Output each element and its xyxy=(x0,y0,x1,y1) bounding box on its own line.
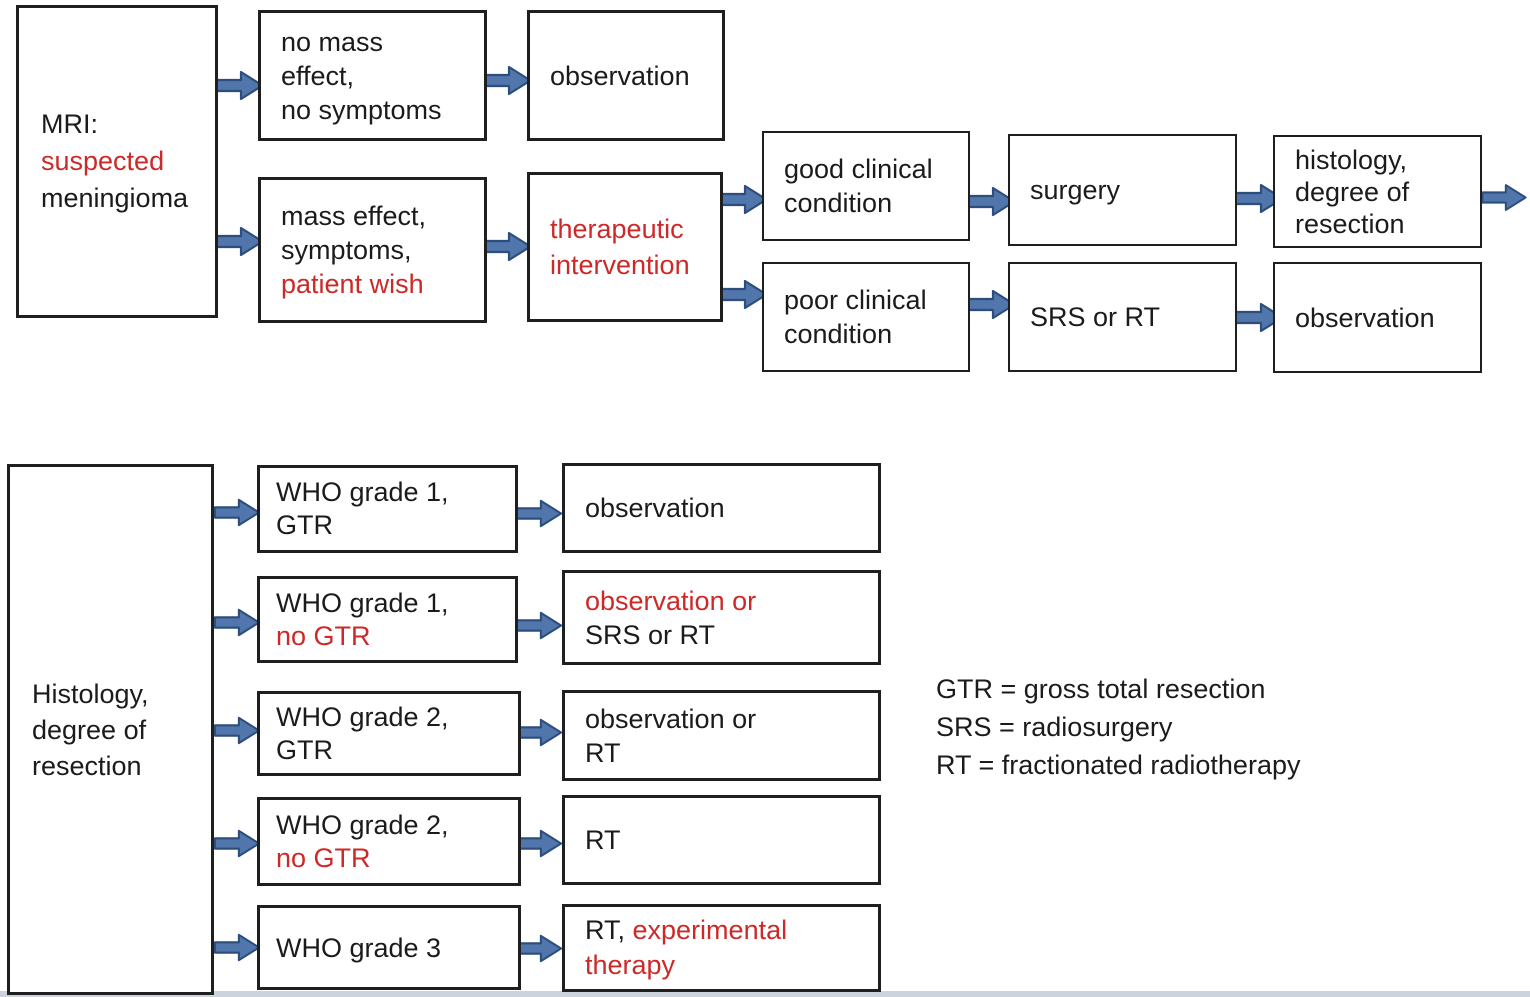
therapeutic-line-1: therapeutic xyxy=(550,214,684,244)
legend-gtr: GTR = gross total resection xyxy=(936,674,1266,704)
who2-nogtr-line-2: no GTR xyxy=(276,842,371,873)
arrow-histology-to-bottom-section xyxy=(1481,181,1527,214)
box-outcome-observation-or-rt: observation or RT xyxy=(562,690,881,781)
outcome-rt-exp-black-part: RT, xyxy=(585,915,626,945)
box-outcome-rt-experimental-therapy: RT, experimental therapy xyxy=(562,904,881,992)
arrow-good-condition-to-surgery xyxy=(964,185,1018,218)
arrow-who3-to-rt-experimental xyxy=(514,933,564,964)
arrow-poor-condition-to-srs-rt xyxy=(964,288,1018,321)
srs-rt-label: SRS or RT xyxy=(1030,302,1161,332)
arrow-histology-to-who1-nogtr xyxy=(212,607,262,638)
outcome-rt-exp-line-1: RT, experimental xyxy=(585,913,878,948)
arrow-histology-to-who3 xyxy=(212,932,262,963)
arrow-who2-gtr-to-obs-rt xyxy=(514,717,564,748)
box-outcome-observation: observation xyxy=(562,463,881,553)
box-histology-degree-of-resection-bottom: Histology, degree of resection xyxy=(7,464,214,995)
box-who-grade-2-gtr: WHO grade 2, GTR xyxy=(257,691,521,776)
box-who-grade-2-no-gtr: WHO grade 2, no GTR xyxy=(257,797,521,886)
arrow-who2-nogtr-to-rt xyxy=(514,828,564,859)
arrow-who1-nogtr-to-obs-srs-rt xyxy=(514,610,564,641)
mass-line-2: symptoms, xyxy=(281,235,412,265)
mass-line-1: mass effect, xyxy=(281,201,427,231)
mri-line-2: suspected xyxy=(41,146,165,176)
no-mass-line-2: effect, xyxy=(281,60,355,91)
outcome-rt-exp-red-part: experimental xyxy=(625,915,788,945)
box-observation-top: observation xyxy=(527,10,725,141)
no-mass-line-3: no symptoms xyxy=(281,94,442,125)
box-srs-or-rt: SRS or RT xyxy=(1008,262,1237,372)
arrow-surgery-to-histology xyxy=(1232,182,1286,215)
who2-gtr-line-2: GTR xyxy=(276,734,333,765)
who1-nogtr-line-2: no GTR xyxy=(276,620,371,651)
bottom-edge-strip xyxy=(0,991,1530,997)
arrow-mass-to-therapeutic xyxy=(480,230,534,263)
box-histology-degree-of-resection-top: histology, degree of resection xyxy=(1273,135,1482,248)
surgery-label: surgery xyxy=(1030,175,1121,205)
box-observation-after-srs-rt: observation xyxy=(1273,262,1482,373)
who3-label: WHO grade 3 xyxy=(276,932,442,963)
outcome-rt-label: RT xyxy=(585,825,621,855)
mass-line-3: patient wish xyxy=(281,269,424,299)
arrow-mri-to-mass-effect xyxy=(212,225,266,258)
histology-bottom-line-1: Histology, xyxy=(32,678,149,709)
abbreviation-legend: GTR = gross total resection SRS = radios… xyxy=(936,670,1300,784)
box-no-mass-effect: no mass effect, no symptoms xyxy=(258,10,487,141)
outcome-obs-srs-rt-line-1: observation or xyxy=(585,585,757,616)
box-poor-clinical-condition: poor clinical condition xyxy=(762,262,970,372)
outcome-rt-exp-line-2: therapy xyxy=(585,950,676,980)
who2-gtr-line-1: WHO grade 2, xyxy=(276,701,449,732)
legend-srs: SRS = radiosurgery xyxy=(936,712,1173,742)
outcome-obs-srs-rt-line-2: SRS or RT xyxy=(585,619,716,650)
legend-rt: RT = fractionated radiotherapy xyxy=(936,750,1301,780)
box-who-grade-3: WHO grade 3 xyxy=(257,905,521,990)
histology-bottom-line-3: resection xyxy=(32,750,142,781)
box-mass-effect-symptoms: mass effect, symptoms, patient wish xyxy=(258,177,487,323)
observation-top-label: observation xyxy=(550,60,690,91)
outcome-obs-rt-line-2: RT xyxy=(585,737,621,768)
box-good-clinical-condition: good clinical condition xyxy=(762,131,970,241)
arrow-mri-to-no-mass-effect xyxy=(212,69,266,102)
therapeutic-line-2: intervention xyxy=(550,250,690,280)
histology-top-line-2: degree of xyxy=(1295,176,1410,207)
histology-top-line-3: resection xyxy=(1295,208,1405,239)
arrow-therapeutic-to-poor-condition xyxy=(716,278,770,311)
outcome-observation-label: observation xyxy=(585,493,725,523)
who2-nogtr-line-1: WHO grade 2, xyxy=(276,809,449,840)
observation-after-srs-rt-label: observation xyxy=(1295,302,1435,333)
arrow-therapeutic-to-good-condition xyxy=(716,183,770,216)
no-mass-line-1: no mass xyxy=(281,26,384,57)
who1-nogtr-line-1: WHO grade 1, xyxy=(276,587,449,618)
box-outcome-rt: RT xyxy=(562,795,881,885)
box-who-grade-1-no-gtr: WHO grade 1, no GTR xyxy=(257,576,518,663)
good-line-1: good clinical xyxy=(784,154,933,184)
good-line-2: condition xyxy=(784,188,893,218)
arrow-srs-rt-to-observation xyxy=(1232,301,1286,334)
box-mri-suspected-meningioma: MRI: suspected meningioma xyxy=(16,5,218,318)
who1-gtr-line-2: GTR xyxy=(276,510,333,540)
arrow-no-mass-to-observation xyxy=(480,64,534,97)
arrow-histology-to-who2-nogtr xyxy=(212,828,262,859)
who1-gtr-line-1: WHO grade 1, xyxy=(276,477,449,507)
histology-bottom-line-2: degree of xyxy=(32,714,147,745)
arrow-histology-to-who1-gtr xyxy=(212,497,262,528)
box-therapeutic-intervention: therapeutic intervention xyxy=(527,172,723,322)
arrow-histology-to-who2-gtr xyxy=(212,715,262,746)
arrow-who1-gtr-to-observation xyxy=(514,498,564,529)
mri-line-1: MRI: xyxy=(41,109,98,139)
box-outcome-observation-or-srs-rt: observation or SRS or RT xyxy=(562,570,881,665)
outcome-obs-rt-line-1: observation or xyxy=(585,703,757,734)
mri-line-3: meningioma xyxy=(41,183,189,213)
poor-line-1: poor clinical xyxy=(784,285,927,315)
poor-line-2: condition xyxy=(784,319,893,349)
box-who-grade-1-gtr: WHO grade 1, GTR xyxy=(257,465,518,553)
histology-top-line-1: histology, xyxy=(1295,144,1408,175)
box-surgery: surgery xyxy=(1008,134,1237,246)
